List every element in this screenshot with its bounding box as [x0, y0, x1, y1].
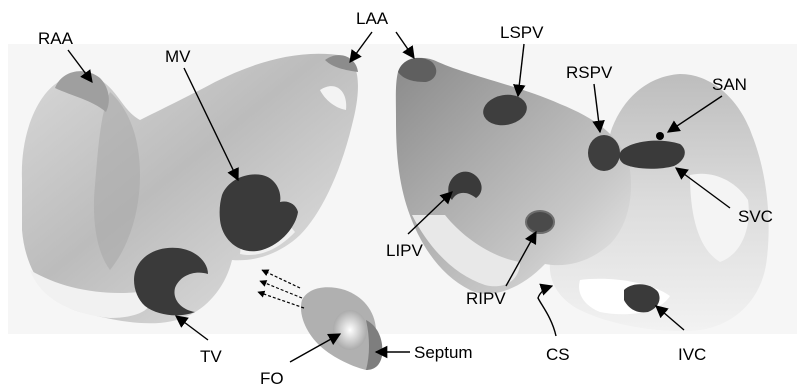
label-tv: TV	[200, 347, 222, 366]
label-mv: MV	[165, 47, 191, 66]
label-rspv: RSPV	[566, 63, 613, 82]
fo-opening	[333, 310, 367, 350]
san-marker	[656, 132, 664, 140]
label-lipv: LIPV	[386, 241, 424, 260]
ripv-opening	[526, 211, 554, 233]
label-svc: SVC	[738, 207, 773, 226]
label-ripv: RIPV	[466, 289, 506, 308]
label-ivc: IVC	[678, 345, 706, 364]
label-laa: LAA	[356, 9, 389, 28]
label-lspv: LSPV	[500, 23, 544, 42]
label-san: SAN	[712, 75, 747, 94]
label-raa: RAA	[38, 29, 74, 48]
label-septum: Septum	[414, 343, 473, 362]
label-cs: CS	[546, 345, 570, 364]
label-fo: FO	[260, 369, 284, 388]
rspv-opening	[588, 135, 620, 171]
